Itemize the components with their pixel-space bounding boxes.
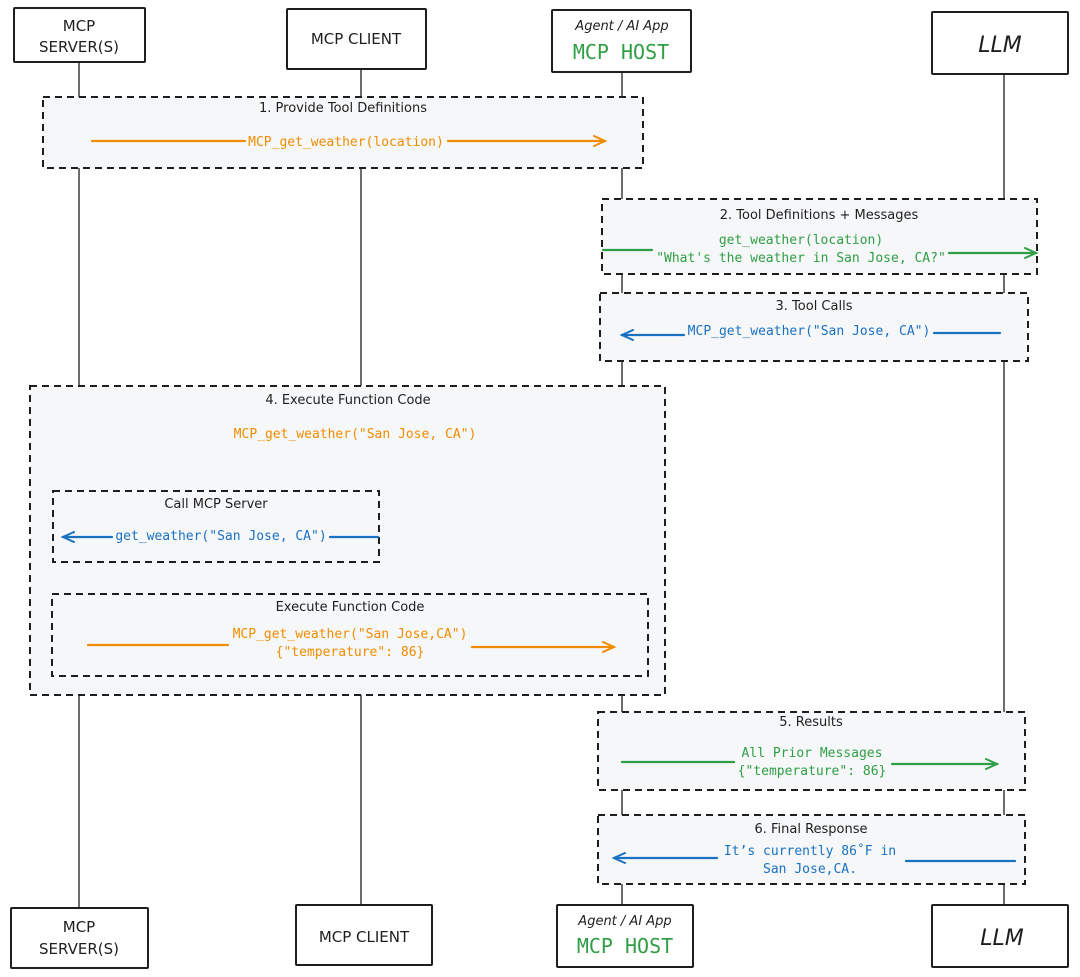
step-5-message-line2: {"temperature": 86} xyxy=(738,764,887,779)
call-mcp-server-title: Call MCP Server xyxy=(164,497,268,512)
host-bottom-sublabel: Agent / AI App xyxy=(577,914,671,929)
call-mcp-server-message: get_weather("San Jose, CA") xyxy=(115,529,326,544)
step-2-message-line1: get_weather(location) xyxy=(719,233,883,248)
client-label: MCP CLIENT xyxy=(311,30,402,48)
step-3-frame: 3. Tool Calls MCP_get_weather("San Jose,… xyxy=(599,292,1029,362)
host-bottom-label: MCP HOST xyxy=(577,934,673,958)
actor-client-bottom: MCP CLIENT xyxy=(295,904,433,966)
call-mcp-server-frame: Call MCP Server get_weather("San Jose, C… xyxy=(52,490,380,563)
actor-llm-bottom: LLM xyxy=(931,904,1069,968)
host-sublabel: Agent / AI App xyxy=(574,19,668,34)
actor-server-bottom: MCP SERVER(S) xyxy=(10,907,149,969)
step-6-frame: 6. Final Response It’s currently 86˚F in… xyxy=(597,814,1026,885)
execute-function-frame: Execute Function Code MCP_get_weather("S… xyxy=(51,593,649,677)
host-label: MCP HOST xyxy=(573,40,669,64)
execute-function-message-line1: MCP_get_weather("San Jose,CA") xyxy=(233,627,468,642)
step-2-title: 2. Tool Definitions + Messages xyxy=(720,208,919,223)
server-bottom-label-line2: SERVER(S) xyxy=(39,940,119,958)
step-6-title: 6. Final Response xyxy=(754,822,867,837)
step-4-message: MCP_get_weather("San Jose, CA") xyxy=(234,427,477,442)
step-1-message: MCP_get_weather(location) xyxy=(248,135,444,150)
step-3-message: MCP_get_weather("San Jose, CA") xyxy=(688,324,931,339)
actor-llm-top: LLM xyxy=(931,11,1069,75)
step-4-title: 4. Execute Function Code xyxy=(265,393,430,408)
execute-function-message-line2: {"temperature": 86} xyxy=(276,645,425,660)
step-6-message-line2: San Jose,CA. xyxy=(763,862,857,877)
step-5-frame: 5. Results All Prior Messages {"temperat… xyxy=(597,711,1026,791)
server-bottom-label-line1: MCP xyxy=(63,918,95,936)
llm-bottom-label: LLM xyxy=(980,926,1024,951)
step-2-message-line2: "What's the weather in San Jose, CA?" xyxy=(656,251,946,266)
step-1-title: 1. Provide Tool Definitions xyxy=(259,101,427,116)
step-4-frame: 4. Execute Function Code MCP_get_weather… xyxy=(29,385,666,696)
actor-host-bottom: Agent / AI App MCP HOST xyxy=(556,904,694,968)
server-label-line2: SERVER(S) xyxy=(39,38,119,56)
step-1-frame: 1. Provide Tool Definitions MCP_get_weat… xyxy=(42,96,644,169)
step-5-message-line1: All Prior Messages xyxy=(742,746,883,761)
step-6-message-line1: It’s currently 86˚F in xyxy=(724,843,896,859)
llm-label: LLM xyxy=(978,33,1022,58)
step-2-frame: 2. Tool Definitions + Messages get_weath… xyxy=(601,198,1038,275)
actor-host-top: Agent / AI App MCP HOST xyxy=(551,9,692,73)
step-3-title: 3. Tool Calls xyxy=(776,299,853,314)
server-label-line1: MCP xyxy=(63,17,95,35)
client-bottom-label: MCP CLIENT xyxy=(319,928,410,946)
actor-client-top: MCP CLIENT xyxy=(286,8,427,70)
step-5-title: 5. Results xyxy=(779,715,843,730)
execute-function-title: Execute Function Code xyxy=(276,600,425,615)
actor-server-top: MCP SERVER(S) xyxy=(13,7,146,63)
